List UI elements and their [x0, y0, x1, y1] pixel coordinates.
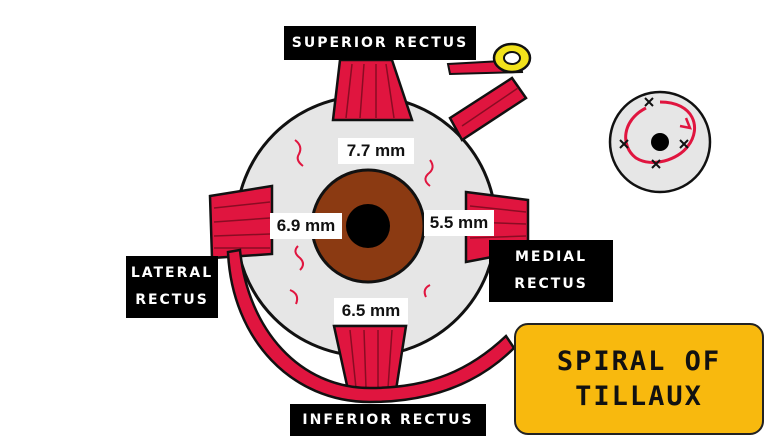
lateral-rectus-muscle: [208, 184, 274, 260]
superior-rectus-label-text: SUPERIOR RECTUS: [291, 34, 469, 51]
spiral-inset-icon: [608, 90, 712, 194]
lateral-measurement: 6.9 mm: [270, 213, 342, 239]
inferior-rectus-label-text: INFERIOR RECTUS: [302, 411, 474, 428]
superior-rectus-label: SUPERIOR RECTUS: [284, 26, 476, 60]
inferior-rectus-muscle: [332, 324, 408, 392]
medial-rectus-label-line1: MEDIAL: [514, 249, 588, 266]
spiral-callout-line2: TILLAUX: [575, 381, 703, 412]
trochlea-icon: [492, 42, 532, 74]
inferior-measurement: 6.5 mm: [334, 298, 408, 324]
superior-rectus-muscle: [331, 58, 414, 122]
inferior-rectus-label: INFERIOR RECTUS: [290, 404, 486, 436]
lateral-rectus-label: LATERAL RECTUS: [126, 256, 218, 318]
pupil: [346, 204, 390, 248]
lateral-rectus-label-line2: RECTUS: [135, 292, 209, 308]
medial-measurement: 5.5 mm: [424, 210, 494, 236]
lateral-rectus-label-line1: LATERAL: [130, 265, 214, 282]
blood-vessels: [289, 139, 434, 305]
medial-rectus-label: MEDIAL RECTUS: [489, 240, 613, 302]
spiral-callout-line1: SPIRAL OF: [556, 345, 722, 377]
superior-measurement: 7.7 mm: [338, 138, 414, 164]
medial-rectus-label-line2: RECTUS: [514, 276, 588, 292]
spiral-of-tillaux-callout: SPIRAL OF TILLAUX: [514, 323, 764, 435]
